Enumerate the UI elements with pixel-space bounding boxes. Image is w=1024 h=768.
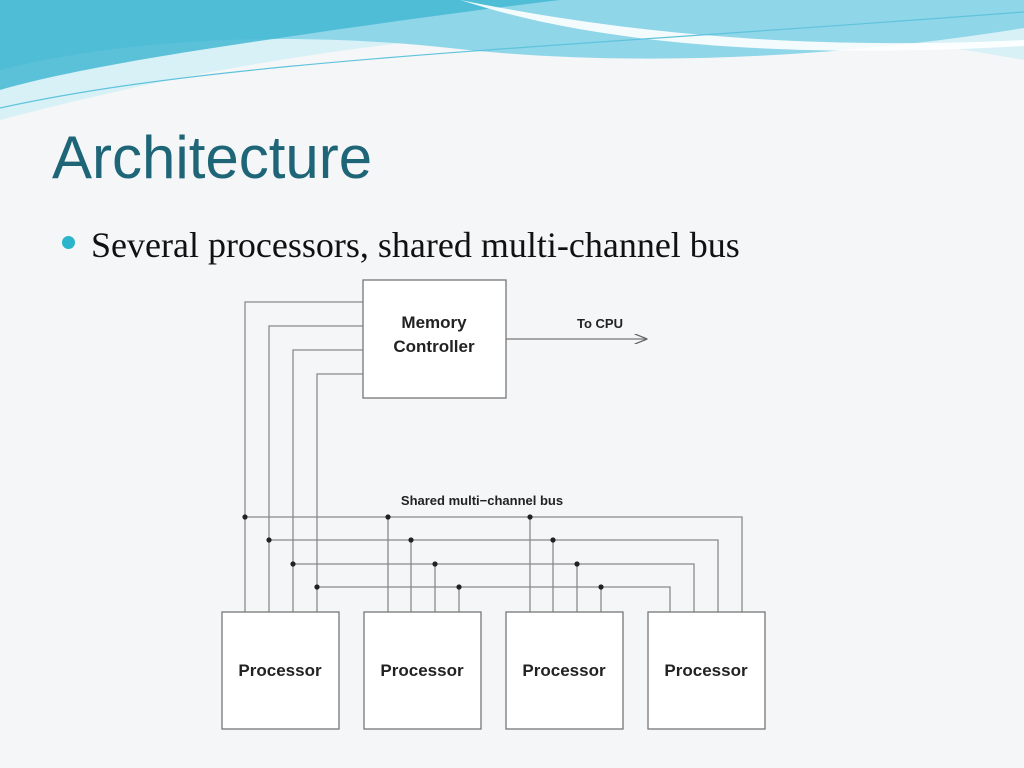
bus-channel-1 — [245, 516, 743, 612]
to-cpu-label: To CPU — [577, 316, 623, 331]
bus-channel-2 — [269, 539, 719, 612]
slide-title: Architecture — [52, 124, 373, 191]
mc-wire-1 — [244, 301, 363, 612]
processor-box — [647, 611, 766, 730]
processor-1: Processor — [221, 611, 340, 730]
bus-label: Shared multi−channel bus — [401, 493, 563, 508]
junction-dot — [456, 584, 462, 590]
mc-wire-4 — [316, 373, 363, 612]
junction-dot — [408, 537, 414, 543]
processor-box — [221, 611, 340, 730]
junction-dot — [266, 537, 272, 543]
wave-white-streak — [460, 0, 1024, 51]
processor-label: Processor — [380, 661, 464, 680]
memory-controller-label-1: Memory — [401, 313, 467, 332]
bullet-dot-icon — [62, 235, 75, 249]
processor-4: Processor — [647, 611, 766, 730]
processor-label: Processor — [238, 661, 322, 680]
bullet-text: Several processors, shared multi-channel… — [91, 225, 740, 265]
mc-wire-3 — [292, 349, 363, 612]
junction-dot — [290, 561, 296, 567]
processor-box — [505, 611, 624, 730]
memory-controller: Memory Controller — [362, 279, 507, 399]
processor-label: Processor — [664, 661, 748, 680]
junction-dot — [574, 561, 580, 567]
processor-box — [363, 611, 482, 730]
mc-wire-2 — [268, 325, 363, 612]
memory-controller-label-2: Controller — [393, 337, 475, 356]
junction-dot — [242, 514, 248, 520]
wave-thin-line — [0, 11, 1024, 109]
junction-dot — [385, 514, 391, 520]
wave-dark — [0, 0, 560, 90]
bullet-item: Several processors, shared multi-channel… — [62, 224, 740, 266]
processor-2: Processor — [363, 611, 482, 730]
junction-dot — [550, 537, 556, 543]
header-wave-decoration — [0, 0, 1024, 120]
memory-controller-box — [362, 279, 507, 399]
processor-3: Processor — [505, 611, 624, 730]
junction-dot — [527, 514, 533, 520]
junction-dot — [432, 561, 438, 567]
bus-channel-4 — [317, 586, 671, 612]
junction-dot — [598, 584, 604, 590]
processor-label: Processor — [522, 661, 606, 680]
bus-channel-3 — [293, 563, 695, 612]
junction-dot — [314, 584, 320, 590]
